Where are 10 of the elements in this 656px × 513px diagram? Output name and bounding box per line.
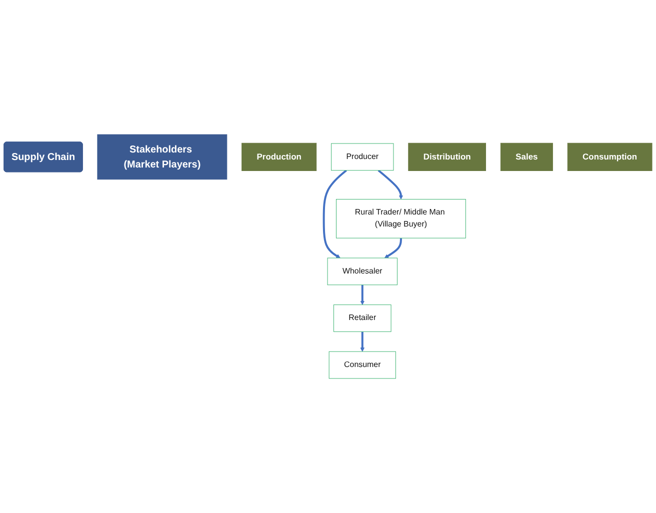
- arrow: [378, 170, 404, 200]
- node-box: Sales: [500, 142, 553, 171]
- arrow: [322, 170, 347, 258]
- node-box: Distribution: [408, 142, 486, 171]
- node-box: Stakeholders (Market Players): [97, 134, 228, 180]
- arrow: [360, 284, 365, 305]
- node-box: Production: [242, 142, 317, 171]
- node-box: Consumption: [567, 142, 652, 171]
- arrow: [360, 332, 365, 352]
- arrow: [384, 238, 402, 258]
